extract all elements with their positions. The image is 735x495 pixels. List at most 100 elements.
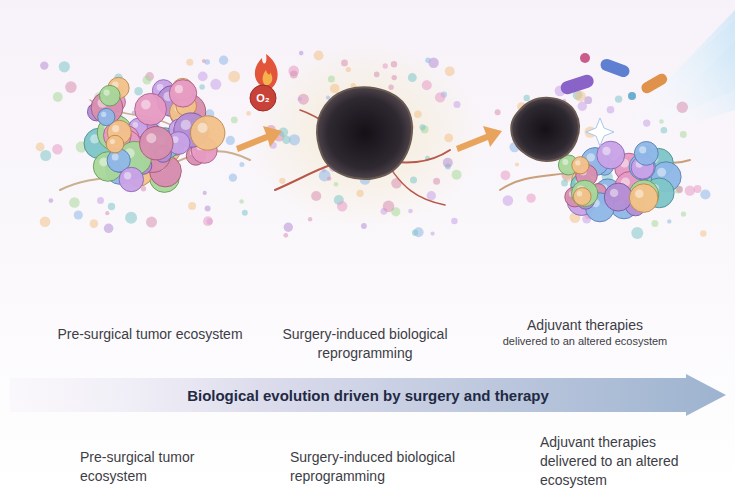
cell [408,209,413,214]
cell [427,191,436,200]
cell [90,219,99,228]
cell [210,79,221,90]
cell [242,210,248,216]
cell [36,143,45,152]
cell [412,230,418,236]
cell [308,217,312,221]
caption: Surgery-induced biological reprogramming [290,448,465,486]
cell [112,125,119,132]
cell [181,120,191,130]
cell [52,144,62,154]
cell [657,168,666,177]
cell [119,167,143,191]
cell [198,123,208,133]
cell [410,176,417,183]
cell [188,202,196,210]
cell [112,154,119,161]
cell [383,201,395,213]
cell [341,60,348,67]
caption: Adjuvant therapies [485,316,685,335]
cell [659,119,663,123]
cell [143,76,152,85]
cell [330,84,340,94]
cell [40,150,51,161]
cell [298,94,309,105]
cell [140,127,173,160]
cell [561,180,568,187]
o2-circle: O₂ [249,84,277,112]
cell [610,189,618,197]
caption: Adjuvant therapies delivered to an alter… [540,433,700,490]
cell [239,162,244,167]
cell [425,58,431,64]
cell [53,92,63,102]
cell [282,136,291,145]
cell [685,185,695,195]
cell [639,146,646,153]
cell [337,201,347,211]
band-text: Biological evolution driven by surgery a… [187,387,549,404]
cell [597,141,625,169]
flame [255,54,278,88]
cell [452,170,462,180]
cell [388,85,393,90]
cell [40,61,48,69]
cell [104,224,114,234]
cell [635,190,644,199]
cell [443,158,453,168]
cell [575,160,580,165]
cell [134,87,143,96]
cell [526,193,535,202]
cell [420,124,426,130]
cell [326,96,330,100]
cell [327,176,331,180]
cell [191,116,225,150]
cell [106,135,124,153]
cell [135,93,167,125]
cell [634,142,658,166]
cell-scatter [36,51,711,239]
cell [290,71,298,79]
cell [202,59,206,63]
light-rays [600,10,735,150]
cell [643,119,650,126]
cell [501,170,511,180]
cell [98,108,115,125]
cell [604,183,632,211]
cell [284,223,293,232]
cell [515,162,519,166]
cell [700,230,706,236]
cell [59,61,70,72]
cell [40,217,51,228]
cell [631,227,643,239]
cell [680,131,687,138]
symbol-text: O₂ [256,92,269,104]
cell [677,102,688,113]
cell [228,71,240,83]
cell [667,219,671,223]
cell [110,139,115,144]
cell [328,76,335,83]
cell [629,184,658,213]
caption: delivered to an altered ecosystem [470,334,700,349]
cell [661,127,668,134]
sparkle [586,118,614,146]
cell [231,117,238,124]
cell [133,122,139,128]
cell [100,85,121,106]
cell [562,159,568,165]
cell [334,182,339,187]
cell [219,56,228,65]
cell [391,61,397,67]
cell [361,223,367,229]
cell [444,134,453,143]
cell [203,216,213,226]
cell [186,59,193,66]
cell [495,109,501,115]
cell [431,232,435,236]
cell [433,178,440,185]
cell [65,81,77,93]
cell [572,180,598,206]
cell [422,80,432,90]
